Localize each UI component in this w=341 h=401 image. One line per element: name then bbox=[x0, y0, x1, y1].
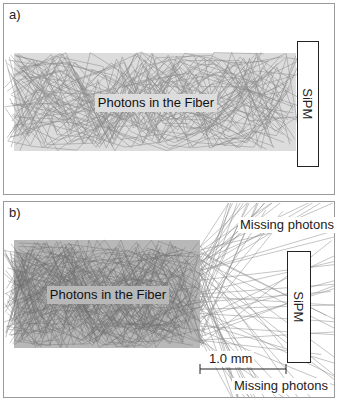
photon-path bbox=[23, 249, 192, 314]
photon-path bbox=[12, 240, 186, 320]
photon-path bbox=[22, 53, 294, 140]
photon-path bbox=[200, 203, 334, 271]
photon-path bbox=[200, 203, 334, 251]
photon-path bbox=[4, 250, 194, 308]
photon-path bbox=[200, 302, 334, 397]
photon-paths bbox=[4, 240, 206, 348]
photon-path bbox=[200, 260, 334, 344]
photon-path bbox=[17, 54, 297, 151]
photon-path bbox=[11, 55, 298, 143]
photon-path bbox=[9, 256, 194, 335]
photon-path bbox=[8, 54, 301, 141]
photon-path bbox=[17, 245, 203, 337]
fiber: Photons in the Fiber bbox=[15, 54, 297, 152]
photon-path bbox=[18, 267, 183, 341]
photon-path bbox=[21, 243, 182, 345]
photon-path bbox=[23, 279, 188, 343]
photon-path bbox=[200, 259, 334, 397]
photon-path bbox=[17, 60, 300, 147]
photon-path bbox=[6, 252, 196, 346]
photon-path bbox=[17, 53, 283, 145]
escaping-photons bbox=[200, 203, 334, 397]
annotation: Missing photons bbox=[238, 217, 336, 233]
photon-path bbox=[200, 256, 334, 280]
photon-path bbox=[12, 53, 286, 132]
detector-label: SiPM bbox=[291, 291, 307, 322]
photon-path bbox=[11, 280, 194, 343]
photon-path bbox=[4, 253, 191, 345]
photon-path bbox=[15, 57, 284, 141]
photon-path bbox=[200, 235, 334, 271]
photon-path bbox=[20, 244, 185, 342]
photon-path bbox=[200, 330, 334, 397]
photon-path bbox=[200, 203, 289, 280]
photon-path bbox=[200, 340, 334, 397]
photon-path bbox=[13, 247, 203, 346]
photon-path bbox=[200, 253, 334, 336]
photon-path bbox=[200, 270, 334, 397]
dimension-tick bbox=[286, 364, 287, 374]
panel-letter: a) bbox=[9, 7, 21, 23]
dimension-tick bbox=[200, 364, 201, 374]
photon-paths bbox=[4, 52, 301, 151]
panel-letter: b) bbox=[9, 205, 21, 221]
photon-path bbox=[17, 251, 204, 334]
photon-path bbox=[8, 56, 258, 145]
photon-path bbox=[200, 203, 334, 265]
photon-path bbox=[200, 203, 334, 255]
fiber: Photons in the Fiber bbox=[15, 241, 201, 349]
photon-path bbox=[7, 254, 195, 345]
photon-path bbox=[13, 266, 187, 339]
dimension-line bbox=[200, 369, 286, 370]
photon-path bbox=[9, 55, 302, 146]
photon-path bbox=[11, 63, 291, 147]
photon-path bbox=[200, 220, 283, 323]
photon-path bbox=[12, 61, 290, 145]
photon-path bbox=[6, 93, 285, 148]
photon-path bbox=[22, 256, 194, 340]
fiber-label: Photons in the Fiber bbox=[47, 286, 169, 304]
photon-path bbox=[19, 262, 197, 348]
annotation: Missing photons bbox=[232, 378, 330, 394]
photon-path bbox=[18, 246, 202, 343]
photon-path bbox=[7, 60, 263, 141]
photon-path bbox=[24, 66, 290, 145]
panel: a) Photons in the Fiber SiPM bbox=[3, 3, 335, 195]
detector-label: SiPM bbox=[300, 88, 316, 119]
photon-path bbox=[11, 55, 298, 147]
photon-path bbox=[200, 259, 334, 367]
photon-path bbox=[21, 75, 279, 148]
photon-path bbox=[200, 203, 334, 250]
sipm-detector: SiPM bbox=[297, 41, 319, 167]
photon-path bbox=[22, 258, 196, 282]
sipm-detector: SiPM bbox=[287, 251, 311, 363]
photon-path bbox=[200, 265, 334, 317]
photon-path bbox=[200, 203, 249, 276]
dimension-label: 1.0 mm bbox=[207, 351, 254, 367]
photon-path bbox=[15, 258, 206, 326]
photon-path bbox=[14, 53, 267, 148]
photon-path bbox=[200, 203, 332, 267]
photon-path bbox=[22, 260, 201, 342]
photon-path bbox=[14, 258, 187, 347]
fiber-label: Photons in the Fiber bbox=[95, 94, 217, 112]
